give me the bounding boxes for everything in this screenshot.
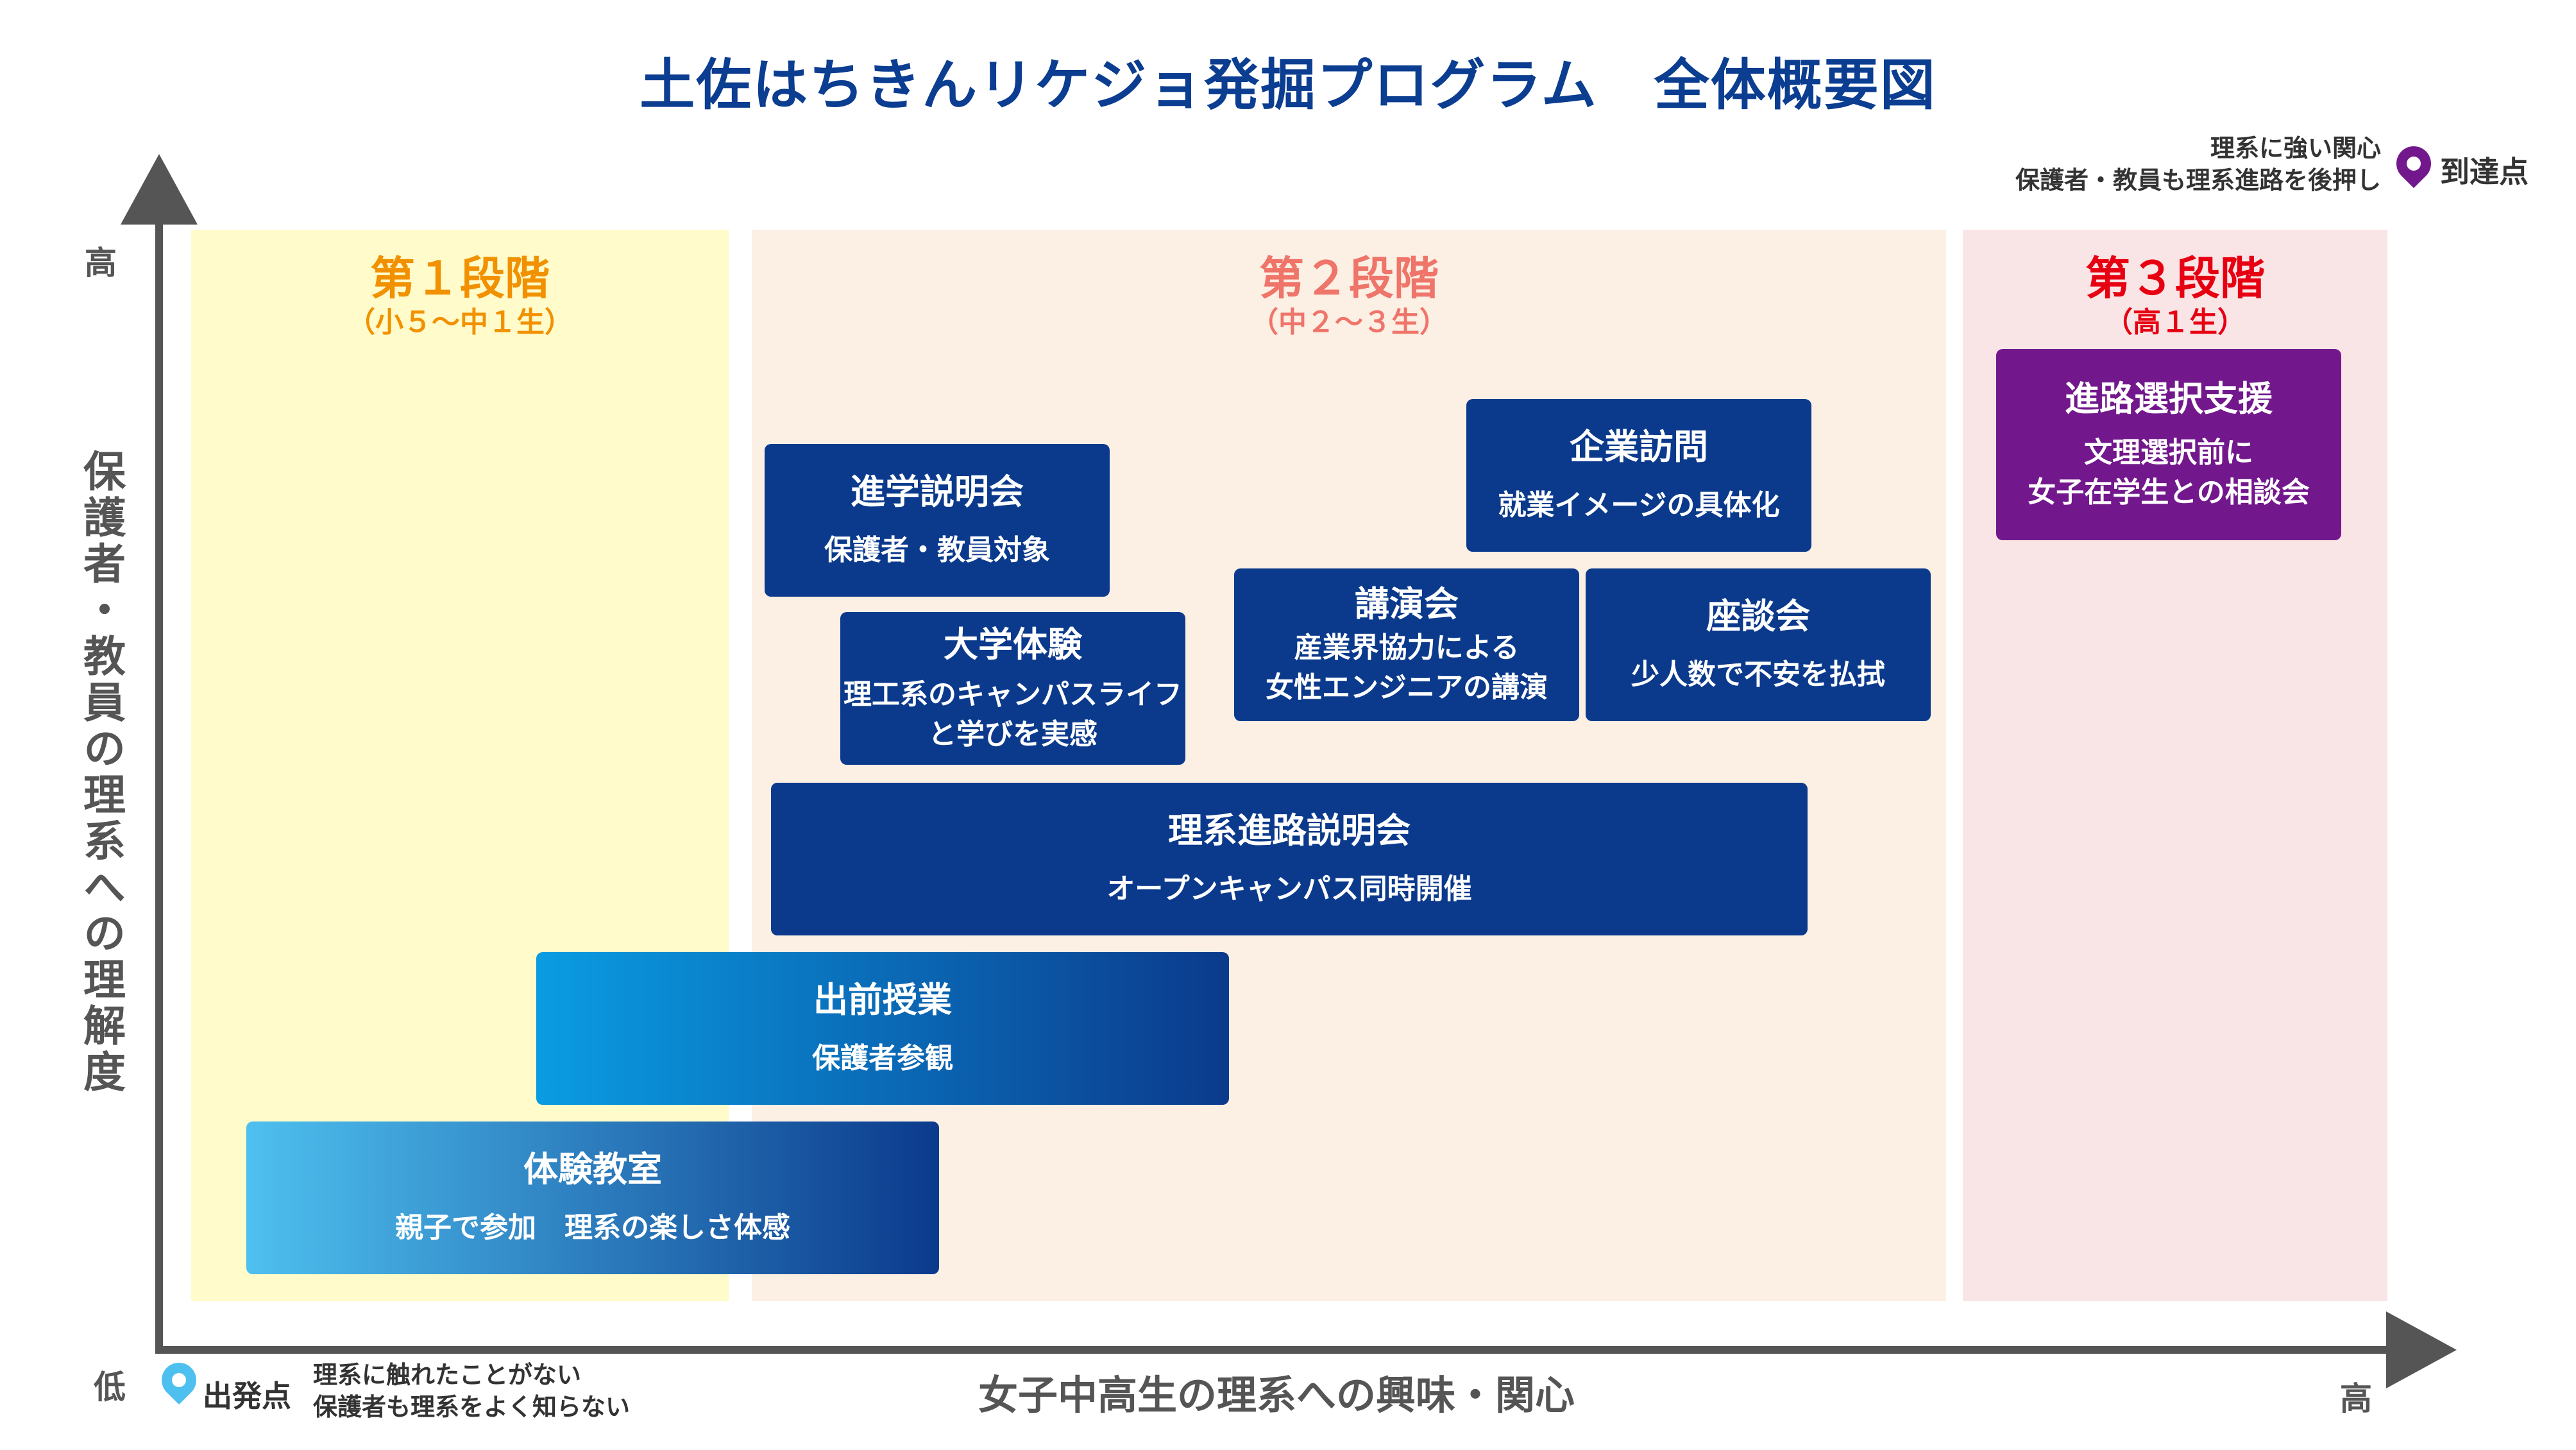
box-title: 座談会 xyxy=(1706,596,1810,637)
box-text: 保護者・教員対象 xyxy=(824,533,1050,567)
box-title: 進路選択支援 xyxy=(2065,378,2273,419)
box-daigaku-taiken: 大学体験 理工系のキャンパスライフ と学びを実感 xyxy=(840,612,1185,765)
box-title: 理系進路説明会 xyxy=(1168,810,1411,851)
x-axis-high-label: 高 xyxy=(2340,1380,2372,1417)
x-axis-arrow-icon xyxy=(2386,1311,2457,1388)
box-kigyo-homon: 企業訪問 就業イメージの具体化 xyxy=(1466,399,1811,552)
y-axis-arrow-icon xyxy=(121,154,198,225)
start-location-pin-icon xyxy=(154,1355,204,1405)
box-text: 就業イメージの具体化 xyxy=(1498,488,1780,522)
stage-1-subtitle: （小５〜中１生） xyxy=(347,306,573,339)
stage-1-title: 第１段階 xyxy=(370,252,550,305)
y-axis-high-label: 高 xyxy=(85,244,117,282)
box-title: 講演会 xyxy=(1355,583,1459,624)
box-title: 大学体験 xyxy=(944,624,1082,665)
stage-3-title: 第３段階 xyxy=(2085,252,2265,305)
y-axis-line xyxy=(155,192,163,1354)
box-koenkai: 講演会 産業界協力による 女性エンジニアの講演 xyxy=(1234,568,1579,721)
box-shinro-sentaku-shien: 進路選択支援 文理選択前に 女子在学生との相談会 xyxy=(1996,349,2341,540)
start-label: 出発点 xyxy=(203,1379,291,1413)
x-axis-title: 女子中高生の理系への興味・関心 xyxy=(978,1372,1575,1419)
start-description: 理系に触れたことがない 保護者も理系をよく知らない xyxy=(313,1361,631,1422)
goal-location-pin-icon xyxy=(2389,139,2439,189)
page-title: 土佐はちきんリケジョ発掘プログラム 全体概要図 xyxy=(640,53,1936,117)
box-rikei-shinro-setsumeikai: 理系進路説明会 オープンキャンパス同時開催 xyxy=(771,783,1808,935)
box-title: 進学説明会 xyxy=(851,472,1024,513)
box-text: オープンキャンパス同時開催 xyxy=(1106,872,1472,905)
box-title: 企業訪問 xyxy=(1570,427,1708,468)
x-axis-line xyxy=(155,1346,2394,1354)
box-text: 親子で参加 理系の楽しさ体感 xyxy=(395,1211,790,1244)
box-taiken-kyoshitsu: 体験教室 親子で参加 理系の楽しさ体感 xyxy=(246,1122,939,1274)
stage-2-subtitle: （中２〜３生） xyxy=(1250,306,1448,339)
box-text: 少人数で不安を払拭 xyxy=(1631,658,1885,691)
y-axis-title: 保護者・教員の理系への理解度 xyxy=(76,449,126,1096)
goal-label: 到達点 xyxy=(2440,155,2529,189)
stage-3-subtitle: （高１生） xyxy=(2105,306,2246,339)
box-title: 体験教室 xyxy=(523,1149,662,1190)
axis-low-label: 低 xyxy=(94,1369,126,1406)
box-text: 理工系のキャンパスライフ と学びを実感 xyxy=(843,678,1182,751)
box-text: 保護者参観 xyxy=(812,1041,953,1075)
goal-description: 理系に強い関心 保護者・教員も理系進路を後押し xyxy=(2015,134,2381,195)
stage-2-title: 第２段階 xyxy=(1259,252,1439,305)
box-text: 文理選択前に 女子在学生との相談会 xyxy=(2028,436,2310,509)
box-demae-jugyo: 出前授業 保護者参観 xyxy=(536,952,1229,1105)
box-title: 出前授業 xyxy=(813,980,952,1021)
box-zadankai: 座談会 少人数で不安を払拭 xyxy=(1586,568,1931,721)
box-text: 産業界協力による 女性エンジニアの講演 xyxy=(1266,631,1548,704)
box-shingaku-setsumeikai: 進学説明会 保護者・教員対象 xyxy=(765,444,1110,597)
